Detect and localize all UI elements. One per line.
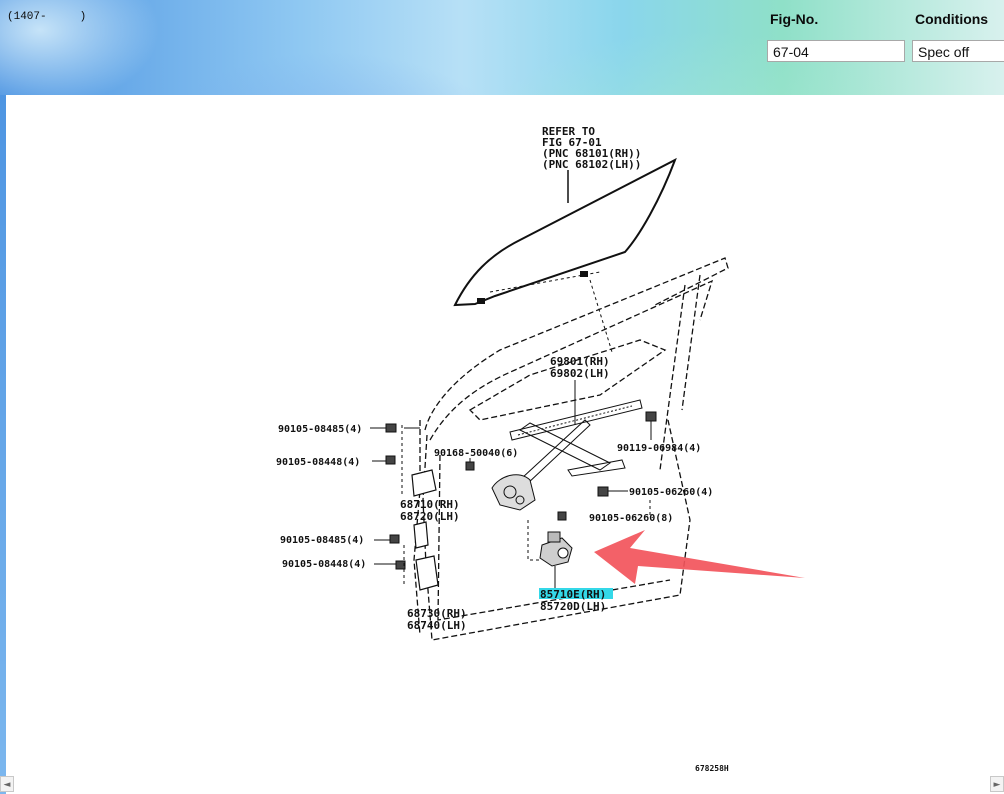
scroll-left-button[interactable]: ◄ — [0, 776, 14, 792]
refer-line-4: (PNC 68102(LH)) — [542, 158, 641, 171]
pointer-arrow — [594, 530, 805, 584]
label-bolt-f[interactable]: 90105-08448(4) — [282, 559, 366, 570]
label-clip[interactable]: 90168-50040(6) — [434, 448, 518, 459]
fig-no-field[interactable]: 67-04 — [767, 40, 905, 62]
label-hinge-upper-rh[interactable]: 68710(RH) — [400, 498, 460, 511]
fig-no-label: Fig-No. — [770, 11, 819, 27]
label-motor-lh[interactable]: 85720D(LH) — [540, 600, 606, 613]
label-bolt-a[interactable]: 90105-08485(4) — [278, 424, 362, 435]
power-window-motor[interactable] — [539, 531, 573, 567]
refer-line-3: (PNC 68101(RH)) — [542, 147, 641, 160]
window-regulator[interactable] — [491, 419, 626, 511]
label-screw-a[interactable]: 90119-06984(4) — [617, 443, 701, 454]
header-bar: (1407- ) Fig-No. Conditions 67-04 Spec o… — [0, 0, 1004, 95]
conditions-label: Conditions — [915, 11, 989, 27]
label-bolt-c[interactable]: 90105-06260(4) — [629, 487, 713, 498]
refer-line-2: FIG 67-01 — [542, 136, 602, 149]
label-bolt-b[interactable]: 90105-08448(4) — [276, 457, 360, 468]
model-range: (1407- ) — [7, 11, 87, 23]
label-channel-rh[interactable]: 69801(RH) — [550, 355, 610, 368]
refer-line-1: REFER TO — [542, 125, 595, 138]
glass-clips — [477, 271, 588, 304]
label-motor-rh[interactable]: 85710E(RH) — [540, 588, 606, 601]
door-hinges[interactable] — [411, 469, 439, 591]
highlight-box — [539, 588, 613, 599]
belt-molding — [509, 399, 643, 441]
label-bolt-e[interactable]: 90105-08485(4) — [280, 535, 364, 546]
label-hinge-lower-rh[interactable]: 68730(RH) — [407, 607, 467, 620]
fastener-leaders — [370, 421, 652, 585]
window-glass[interactable] — [453, 157, 677, 307]
label-hinge-upper-lh[interactable]: 68720(LH) — [400, 510, 460, 523]
scroll-right-button[interactable]: ► — [990, 776, 1004, 792]
conditions-field[interactable]: Spec off — [912, 40, 1004, 62]
glass-edge — [489, 271, 613, 353]
label-hinge-lower-lh[interactable]: 68740(LH) — [407, 619, 467, 632]
label-channel-lh[interactable]: 69802(LH) — [550, 367, 610, 380]
door-frame[interactable] — [413, 257, 729, 641]
drawing-code: 678258H — [695, 764, 729, 773]
left-frame-edge — [0, 95, 6, 794]
label-bolt-d[interactable]: 90105-06260(8) — [589, 513, 673, 524]
